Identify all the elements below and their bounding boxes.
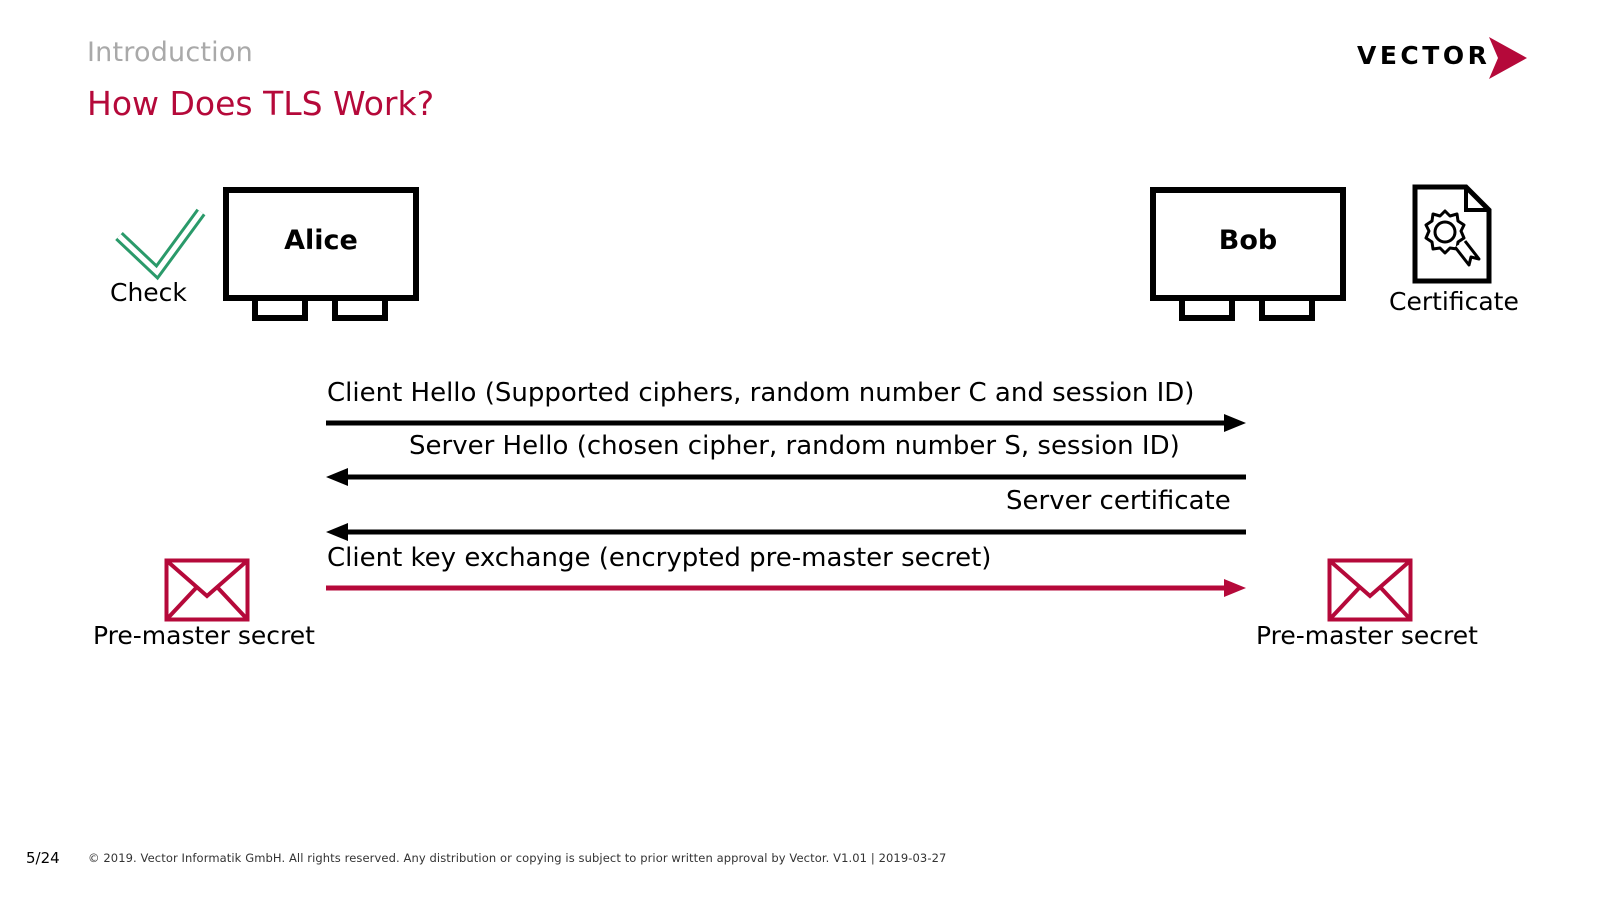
client-secret-label: Pre-master secret bbox=[93, 621, 315, 650]
arrow-to-server bbox=[326, 414, 1246, 432]
page-title: How Does TLS Work? bbox=[87, 84, 435, 123]
logo-chevron-icon bbox=[1489, 37, 1527, 79]
computer-icon bbox=[223, 187, 419, 321]
certificate-icon bbox=[1412, 184, 1492, 284]
message-server-hello: Server Hello (chosen cipher, random numb… bbox=[409, 431, 1180, 461]
copyright-notice: © 2019. Vector Informatik GmbH. All righ… bbox=[88, 851, 947, 865]
arrow-to-client bbox=[326, 523, 1246, 541]
arrow-to-client bbox=[326, 468, 1246, 486]
check-label: Check bbox=[110, 278, 187, 307]
client-computer-alice: Alice bbox=[223, 187, 419, 323]
envelope-icon bbox=[1327, 558, 1413, 622]
envelope-icon bbox=[164, 558, 250, 622]
arrow-to-server-accent bbox=[326, 579, 1246, 597]
host-name-alice: Alice bbox=[284, 225, 358, 256]
server-computer-bob: Bob bbox=[1150, 187, 1346, 323]
message-server-certificate: Server certificate bbox=[1006, 486, 1231, 516]
server-secret-label: Pre-master secret bbox=[1256, 621, 1478, 650]
host-name-bob: Bob bbox=[1218, 225, 1278, 256]
computer-icon bbox=[1150, 187, 1346, 321]
section-label: Introduction bbox=[87, 37, 253, 68]
logo-text: VECTOR bbox=[1357, 41, 1491, 70]
page-number: 5/24 bbox=[26, 849, 60, 867]
checkmark-icon bbox=[115, 208, 206, 281]
vector-logo: VECTOR bbox=[1357, 37, 1527, 81]
message-client-hello: Client Hello (Supported ciphers, random … bbox=[327, 378, 1195, 408]
message-client-key-exchange: Client key exchange (encrypted pre-maste… bbox=[327, 543, 992, 573]
certificate-label: Certificate bbox=[1389, 287, 1519, 316]
